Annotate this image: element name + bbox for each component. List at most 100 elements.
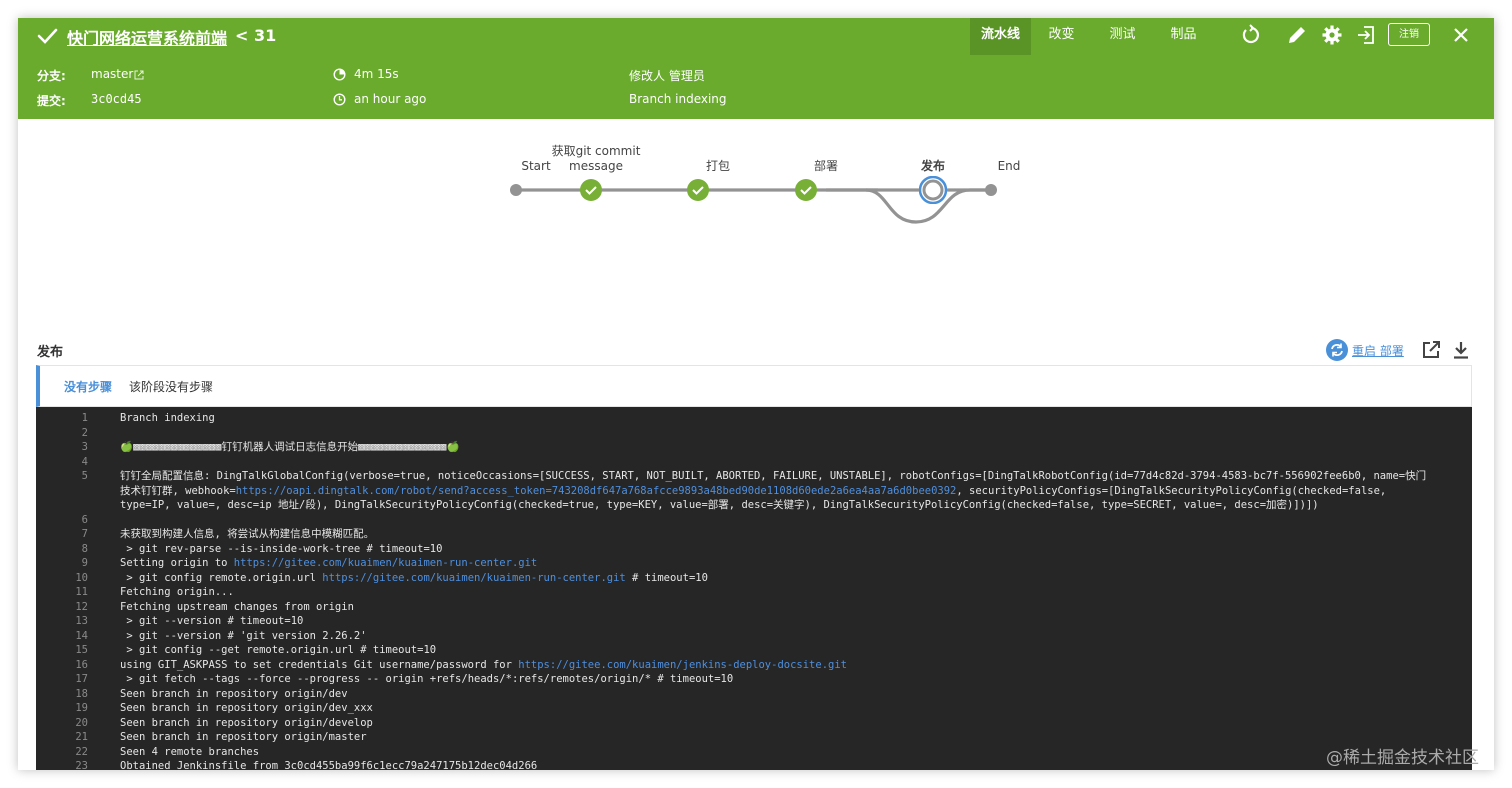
log-line-number[interactable]: 5 [81, 470, 88, 482]
log-text: > git fetch --tags --force --progress --… [120, 673, 734, 685]
edit-pencil-icon[interactable] [1286, 24, 1308, 46]
watermark: @稀土掘金技术社区 [1326, 748, 1479, 768]
log-link[interactable]: https://gitee.com/kuaimen/kuaimen-run-ce… [233, 557, 538, 569]
log-text: > git rev-parse --is-inside-work-tree # … [120, 542, 443, 555]
duration-icon [333, 68, 346, 81]
log-line-text: Obtained Jenkinsfile from 3c0cd455ba99f6… [91, 759, 1472, 770]
log-text: > git --version # timeout=10 [120, 615, 304, 627]
log-line-number[interactable]: 13 [75, 615, 88, 627]
log-line: 13 > git --version # timeout=10 [36, 614, 1472, 629]
download-icon[interactable] [1450, 339, 1472, 361]
tab-pipeline[interactable]: 流水线 [970, 18, 1031, 55]
log-line-number[interactable]: 14 [75, 629, 88, 642]
log-line-number[interactable]: 9 [81, 557, 88, 569]
log-line-number[interactable]: 3 [81, 441, 88, 453]
jenkins-run-window: 快门网络运营系统前端 < 31 流水线 改变 测试 制品 [18, 18, 1494, 770]
log-line-number[interactable]: 23 [75, 760, 88, 770]
commit-value: 3c0cd45 [91, 92, 142, 106]
stage-label-publish[interactable]: 发布 [920, 159, 945, 173]
success-check-icon [37, 28, 58, 44]
stage-node-publish-selected-icon[interactable] [919, 176, 947, 204]
log-line-text: Seen branch in repository origin/master [91, 730, 1472, 745]
log-line-number[interactable]: 20 [75, 716, 88, 729]
tab-changes[interactable]: 改变 [1048, 27, 1075, 42]
log-line-number[interactable]: 6 [81, 513, 88, 526]
external-link-icon[interactable] [134, 70, 144, 80]
no-steps-tab[interactable]: 没有步骤 [64, 380, 113, 394]
tab-tests[interactable]: 测试 [1109, 27, 1136, 42]
branch-value[interactable]: master [91, 67, 134, 81]
exit-classic-icon[interactable] [1355, 24, 1377, 46]
log-line-number[interactable]: 7 [81, 528, 88, 540]
log-line-number[interactable]: 10 [75, 571, 88, 584]
pipeline-graph: Start 获取git commit message 打包 部署 发布 End [488, 143, 1028, 253]
log-line: 3 🍏▩▩▩▩▩▩▩▩▩▩▩▩▩▩钉钉机器人调试日志信息开始▩▩▩▩▩▩▩▩▩▩▩… [36, 440, 1472, 455]
log-link[interactable]: https://gitee.com/kuaimen/jenkins-deploy… [518, 658, 847, 671]
log-line: 23 Obtained Jenkinsfile from 3c0cd455ba99… [36, 759, 1472, 770]
stage-node-deploy-success-icon[interactable] [795, 179, 817, 201]
log-line-number[interactable]: 12 [75, 600, 88, 613]
branch-label: 分支: [37, 69, 66, 83]
run-number: < 31 [235, 26, 277, 45]
log-line-number[interactable]: 17 [75, 673, 88, 685]
log-line-number[interactable]: 22 [75, 745, 88, 758]
log-line-number[interactable]: 18 [75, 687, 88, 700]
job-title-link[interactable]: 快门网络运营系统前端 [67, 29, 228, 48]
clock-icon [333, 93, 346, 106]
start-node [510, 184, 522, 196]
log-text: Obtained Jenkinsfile from 3c0cd455ba99f6… [120, 760, 538, 770]
settings-gear-icon[interactable] [1321, 24, 1343, 46]
log-text: Setting origin to [120, 557, 234, 569]
log-line: 5 钉钉全局配置信息: DingTalkGlobalConfig(verbose=… [36, 469, 1472, 513]
restart-stage-label[interactable]: 重启 部署 [1352, 343, 1404, 358]
log-line-text [91, 455, 1472, 470]
open-in-new-icon[interactable] [1420, 339, 1442, 361]
log-line-text [91, 426, 1472, 441]
log-line-number[interactable]: 19 [75, 702, 88, 714]
log-line-text: 🍏▩▩▩▩▩▩▩▩▩▩▩▩▩▩钉钉机器人调试日志信息开始▩▩▩▩▩▩▩▩▩▩▩▩… [91, 440, 1472, 455]
restart-stage-button[interactable]: 重启 部署 [1326, 339, 1404, 361]
log-text: Branch indexing [120, 412, 215, 424]
log-link[interactable]: https://gitee.com/kuaimen/kuaimen-run-ce… [322, 571, 626, 584]
log-line-number[interactable]: 21 [75, 731, 88, 743]
rerun-icon[interactable] [1240, 24, 1262, 46]
log-line-number[interactable]: 8 [81, 542, 88, 555]
log-link[interactable]: https://oapi.dingtalk.com/robot/send?acc… [235, 484, 957, 497]
logout-button[interactable]: 注销 [1388, 23, 1430, 46]
stage-label-get-commit[interactable]: 获取git commit message [551, 144, 641, 173]
stage-label-deploy[interactable]: 部署 [813, 159, 838, 173]
log-text: 钉钉全局配置信息: DingTalkGlobalConfig(verbose=t… [120, 470, 1427, 497]
log-line: 1 Branch indexing [36, 411, 1472, 426]
log-line-text: > git config --get remote.origin.url # t… [91, 643, 1472, 658]
log-line: 17 > git fetch --tags --force --progress… [36, 672, 1472, 687]
log-line-number[interactable]: 11 [75, 586, 88, 598]
log-text: 🍏▩▩▩▩▩▩▩▩▩▩▩▩▩▩钉钉机器人调试日志信息开始▩▩▩▩▩▩▩▩▩▩▩▩… [120, 441, 460, 453]
log-line-number[interactable]: 1 [81, 412, 88, 424]
stage-node-package-success-icon[interactable] [687, 179, 709, 201]
build-cause: Branch indexing [629, 92, 727, 106]
close-icon[interactable] [1450, 24, 1472, 46]
log-line-text: Setting origin to https://gitee.com/kuai… [91, 556, 1472, 571]
tab-artifacts[interactable]: 制品 [1170, 27, 1197, 42]
log-text-tail: , securityPolicyConfigs=[DingTalkSecurit… [120, 484, 1393, 512]
log-line-number[interactable]: 15 [75, 644, 88, 656]
time-ago: an hour ago [354, 92, 427, 106]
log-line-number[interactable]: 16 [75, 658, 88, 671]
stage-node-get-commit-success-icon[interactable] [580, 179, 602, 201]
stage-label-package[interactable]: 打包 [705, 159, 730, 173]
changed-by: 修改人 管理员 [629, 69, 705, 83]
header-top-bar: 快门网络运营系统前端 < 31 流水线 改变 测试 制品 [18, 18, 1494, 55]
log-text: Seen branch in repository origin/dev [120, 687, 348, 700]
log-line-number[interactable]: 2 [81, 426, 88, 439]
restart-icon [1326, 339, 1348, 361]
log-line-number[interactable]: 4 [81, 455, 88, 468]
log-line: 4 [36, 455, 1472, 470]
log-line-text: 未获取到构建人信息, 将尝试从构建信息中模糊匹配。 [91, 527, 1472, 542]
log-text: using GIT_ASKPASS to set credentials Git… [120, 658, 519, 671]
